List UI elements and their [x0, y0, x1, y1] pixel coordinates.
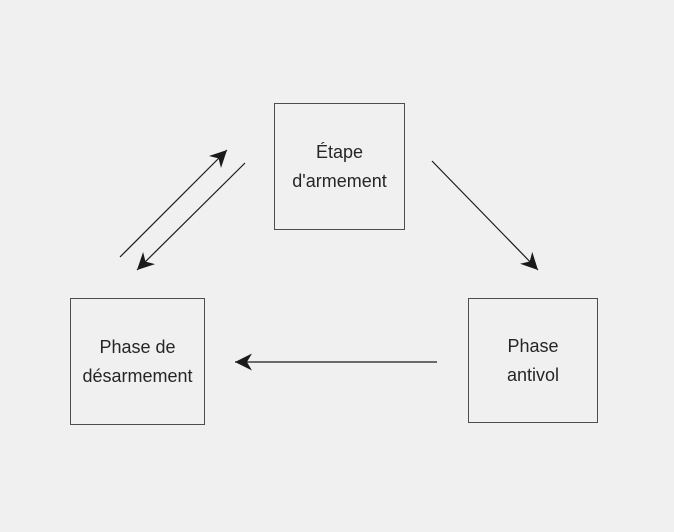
node-phase-desarmement: Phase de désarmement: [70, 298, 205, 425]
node-label-line: d'armement: [292, 170, 387, 191]
arrow-desarmement-to-armement: [119, 149, 228, 258]
node-label-line: Phase: [507, 335, 559, 356]
node-label-line: Phase de: [99, 336, 176, 357]
arrow-armement-to-desarmement: [136, 162, 246, 271]
node-etape-armement: Étape d'armement: [274, 103, 405, 230]
node-label-line: désarmement: [82, 365, 193, 386]
node-label-line: Étape: [315, 141, 364, 162]
node-phase-antivol: Phase antivol: [468, 298, 598, 423]
arrow-armement-to-antivol: [431, 160, 539, 271]
node-label-line: antivol: [506, 364, 560, 385]
